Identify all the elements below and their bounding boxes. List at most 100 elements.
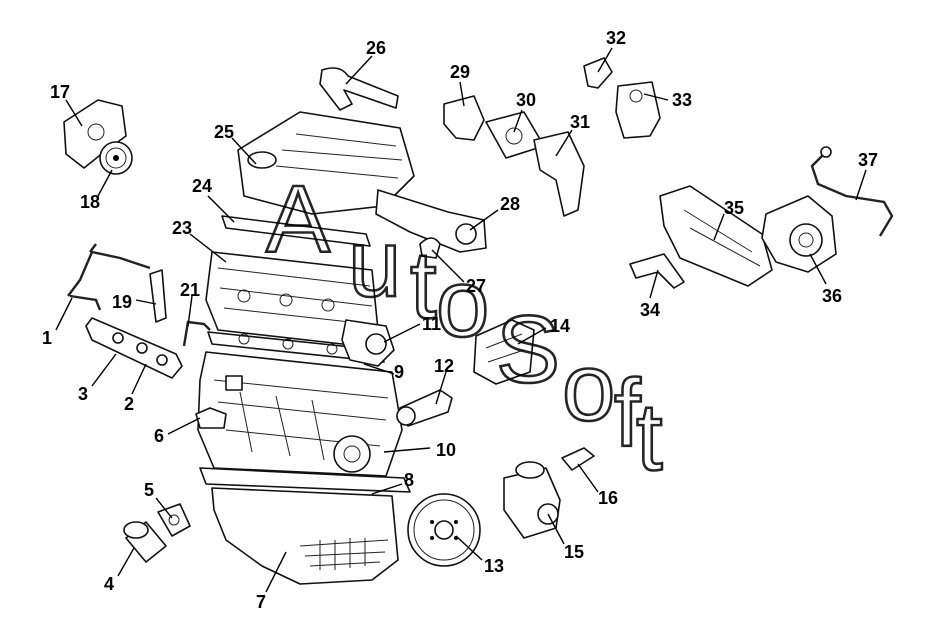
fuel-lines — [67, 243, 151, 311]
leader-line — [547, 513, 565, 545]
leader-line — [55, 297, 73, 331]
leader-line — [65, 99, 83, 127]
callout-29: 29 — [450, 62, 470, 82]
intake-hose — [319, 67, 399, 111]
leader-line — [383, 323, 421, 343]
leader-line — [713, 213, 725, 241]
egr-gasket — [485, 111, 545, 159]
callout-21: 21 — [180, 280, 200, 300]
callout-18: 18 — [80, 192, 100, 212]
leader-line — [435, 371, 447, 405]
callout-15: 15 — [564, 542, 584, 562]
callout-10: 10 — [436, 440, 456, 460]
watermark-letter: t — [410, 232, 437, 339]
leader-line — [207, 195, 235, 223]
watermark-letter: f — [614, 360, 641, 467]
callout-28: 28 — [500, 194, 520, 214]
callout-17: 17 — [50, 82, 70, 102]
watermark-letter: A — [266, 166, 330, 273]
callout-12: 12 — [434, 356, 454, 376]
leader-line — [189, 233, 227, 263]
watermark-letter: u — [348, 210, 401, 317]
leader-line — [135, 299, 157, 305]
callout-16: 16 — [598, 488, 618, 508]
callout-27: 27 — [466, 276, 486, 296]
leader-line — [649, 269, 659, 299]
leader-line — [643, 93, 669, 101]
valve-cover-gasket — [221, 215, 371, 247]
oil-pan — [211, 487, 399, 585]
watermark-letter: o — [562, 334, 615, 441]
leader-line — [167, 417, 201, 435]
watermark-letter: S — [496, 296, 560, 403]
callout-labels: 1 2 3 4 5 6 7 8 9 10 11 12 13 14 15 16 1… — [42, 28, 878, 612]
callout-7: 7 — [256, 592, 266, 612]
callout-14: 14 — [550, 316, 570, 336]
callout-23: 23 — [172, 218, 192, 238]
head-gasket — [207, 331, 385, 363]
engine-mount-bracket — [473, 319, 535, 385]
callout-36: 36 — [822, 286, 842, 306]
fuel-rail — [85, 317, 183, 379]
callout-30: 30 — [516, 90, 536, 110]
egr-elbow — [443, 95, 485, 141]
egr-pipe — [533, 131, 585, 217]
watermark-letter: t — [636, 384, 663, 491]
leader-line — [577, 463, 599, 493]
callout-3: 3 — [78, 384, 88, 404]
leader-line — [431, 249, 465, 283]
callout-31: 31 — [570, 112, 590, 132]
turbocharger — [761, 195, 837, 273]
leader-line — [597, 47, 613, 73]
callout-37: 37 — [858, 150, 878, 170]
starter-motor — [503, 461, 561, 539]
leader-line — [131, 363, 147, 395]
callout-26: 26 — [366, 38, 386, 58]
callout-9: 9 — [394, 362, 404, 382]
leader-line — [469, 209, 499, 231]
cylinder-block — [197, 351, 403, 477]
leader-line — [117, 547, 135, 577]
parts-layer — [63, 57, 894, 585]
callout-13: 13 — [484, 556, 504, 576]
callout-34: 34 — [640, 300, 660, 320]
leader-line — [363, 363, 395, 375]
pressure-sensor — [583, 57, 613, 89]
callout-32: 32 — [606, 28, 626, 48]
leader-line — [383, 447, 431, 453]
callout-1: 1 — [42, 328, 52, 348]
callout-11: 11 — [422, 314, 441, 334]
callout-2: 2 — [124, 394, 134, 414]
turbo-oil-pipe — [810, 146, 894, 237]
leader-line — [555, 129, 573, 157]
leader-line — [155, 497, 173, 519]
oil-filter — [123, 521, 167, 563]
leader-line — [855, 169, 867, 201]
fuel-injector — [149, 269, 167, 323]
leader-line — [97, 169, 113, 197]
leader-line — [459, 81, 465, 107]
callout-5: 5 — [144, 480, 154, 500]
leader-line — [809, 253, 827, 285]
callout-6: 6 — [154, 426, 164, 446]
leader-line — [187, 295, 193, 327]
callout-24: 24 — [192, 176, 212, 196]
leader-line — [265, 551, 287, 593]
callout-25: 25 — [214, 122, 234, 142]
flywheel — [407, 493, 481, 567]
watermark: A u t o S o f t — [265, 165, 664, 493]
filter-adaptor — [157, 503, 191, 537]
callout-4: 4 — [104, 574, 114, 594]
oil-pan-gasket — [199, 467, 411, 493]
callout-33: 33 — [672, 90, 692, 110]
idler-pulley — [99, 141, 133, 175]
watermark-letter: o — [436, 250, 489, 357]
leader-line — [91, 353, 117, 387]
leader-line — [345, 55, 373, 85]
leader-line — [517, 327, 547, 345]
coolant-outlet — [396, 389, 453, 427]
leader-line — [513, 109, 523, 133]
leader-line — [231, 137, 257, 165]
callout-8: 8 — [404, 470, 414, 490]
